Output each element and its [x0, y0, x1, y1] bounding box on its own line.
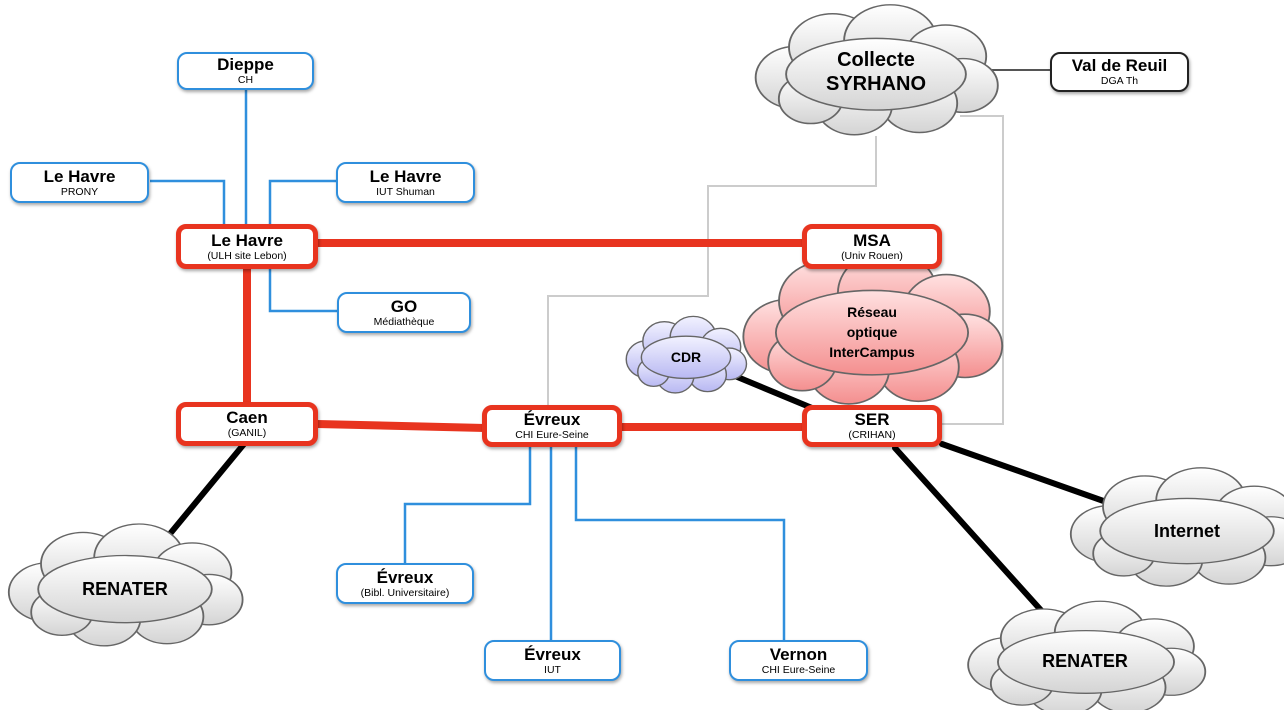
link-vernon [574, 444, 786, 640]
renater-right-text: RENATER [1042, 650, 1128, 671]
intercampus-line1: Réseau [847, 304, 897, 320]
node-subtitle: IUT [544, 663, 561, 676]
node-go[interactable]: GO Médiathèque [337, 292, 471, 333]
node-title: Val de Reuil [1071, 56, 1168, 75]
intercampus-line2: optique [846, 324, 898, 340]
node-subtitle: PRONY [60, 185, 99, 198]
internet-text: Internet [1153, 520, 1220, 541]
cloud-intercampus-label: Réseau optique InterCampus [802, 300, 942, 364]
node-title: Caen [226, 408, 268, 427]
node-subtitle: DGA Th [1100, 75, 1139, 87]
node-title: Évreux [523, 410, 581, 429]
node-subtitle: (ULH site Lebon) [207, 249, 287, 262]
link-iut-shuman-lehavre [268, 179, 336, 228]
node-title: SER [854, 410, 890, 429]
node-subtitle: IUT Shuman [376, 185, 435, 198]
syrhano-line1: Collecte [837, 49, 915, 71]
link-caen-evreux [316, 420, 486, 432]
node-subtitle: CH [237, 74, 254, 86]
link-cdr-ser [732, 373, 815, 411]
node-lehavre-prony[interactable]: Le Havre PRONY [10, 162, 149, 203]
node-title: Le Havre [43, 166, 116, 186]
cloud-renater-left-label: RENATER [60, 576, 190, 602]
node-subtitle: (CRIHAN) [848, 429, 896, 441]
access-links [150, 88, 786, 640]
node-evreux-bibl[interactable]: Évreux (Bibl. Universitaire) [336, 563, 474, 604]
link-prony-lehavre [150, 179, 226, 228]
node-subtitle: (Bibl. Universitaire) [360, 586, 450, 599]
cloud-cdr-label: CDR [646, 346, 726, 368]
cdr-text: CDR [670, 349, 702, 365]
node-title: Dieppe [217, 55, 274, 74]
node-subtitle: Médiathèque [373, 315, 435, 328]
link-go-lehavre [268, 266, 338, 313]
node-lehavre-iut-shuman[interactable]: Le Havre IUT Shuman [336, 162, 475, 203]
upstream-links [152, 373, 1115, 621]
cloud-internet-label: Internet [1127, 518, 1247, 544]
node-evreux-chi[interactable]: Évreux CHI Eure-Seine [482, 405, 622, 447]
backbone-links [243, 239, 805, 432]
node-title: Évreux [376, 567, 434, 587]
node-title: GO [390, 296, 418, 316]
link-evreux-bibl [403, 444, 532, 564]
cloud-syrhano-label: Collecte SYRHANO [806, 42, 946, 102]
link-ser-renater [892, 445, 1051, 621]
node-subtitle: (Univ Rouen) [841, 249, 903, 262]
node-title: Le Havre [211, 230, 283, 250]
node-dieppe[interactable]: Dieppe CH [177, 52, 314, 90]
node-vernon[interactable]: Vernon CHI Eure-Seine [729, 640, 868, 681]
node-title: MSA [853, 230, 891, 250]
node-subtitle: CHI Eure-Seine [515, 429, 589, 441]
node-val-de-reuil[interactable]: Val de Reuil DGA Th [1050, 52, 1189, 92]
link-ser-internet [939, 441, 1115, 507]
intercampus-line3: InterCampus [829, 344, 915, 360]
node-title: Vernon [769, 644, 828, 664]
node-subtitle: CHI Eure-Seine [761, 663, 836, 676]
link-syrhano-ser [942, 115, 1004, 425]
node-caen[interactable]: Caen (GANIL) [176, 402, 318, 446]
cloud-renater-right-label: RENATER [1020, 648, 1150, 674]
renater-left-text: RENATER [82, 578, 168, 599]
node-lehavre-ulh[interactable]: Le Havre (ULH site Lebon) [176, 224, 318, 269]
node-msa[interactable]: MSA (Univ Rouen) [802, 224, 942, 269]
node-title: Évreux [524, 644, 581, 664]
syrhano-line2: SYRHANO [825, 73, 926, 95]
node-ser[interactable]: SER (CRIHAN) [802, 405, 942, 447]
node-title: Le Havre [369, 166, 442, 186]
node-evreux-iut[interactable]: Évreux IUT [484, 640, 621, 681]
node-subtitle: (GANIL) [227, 427, 267, 439]
